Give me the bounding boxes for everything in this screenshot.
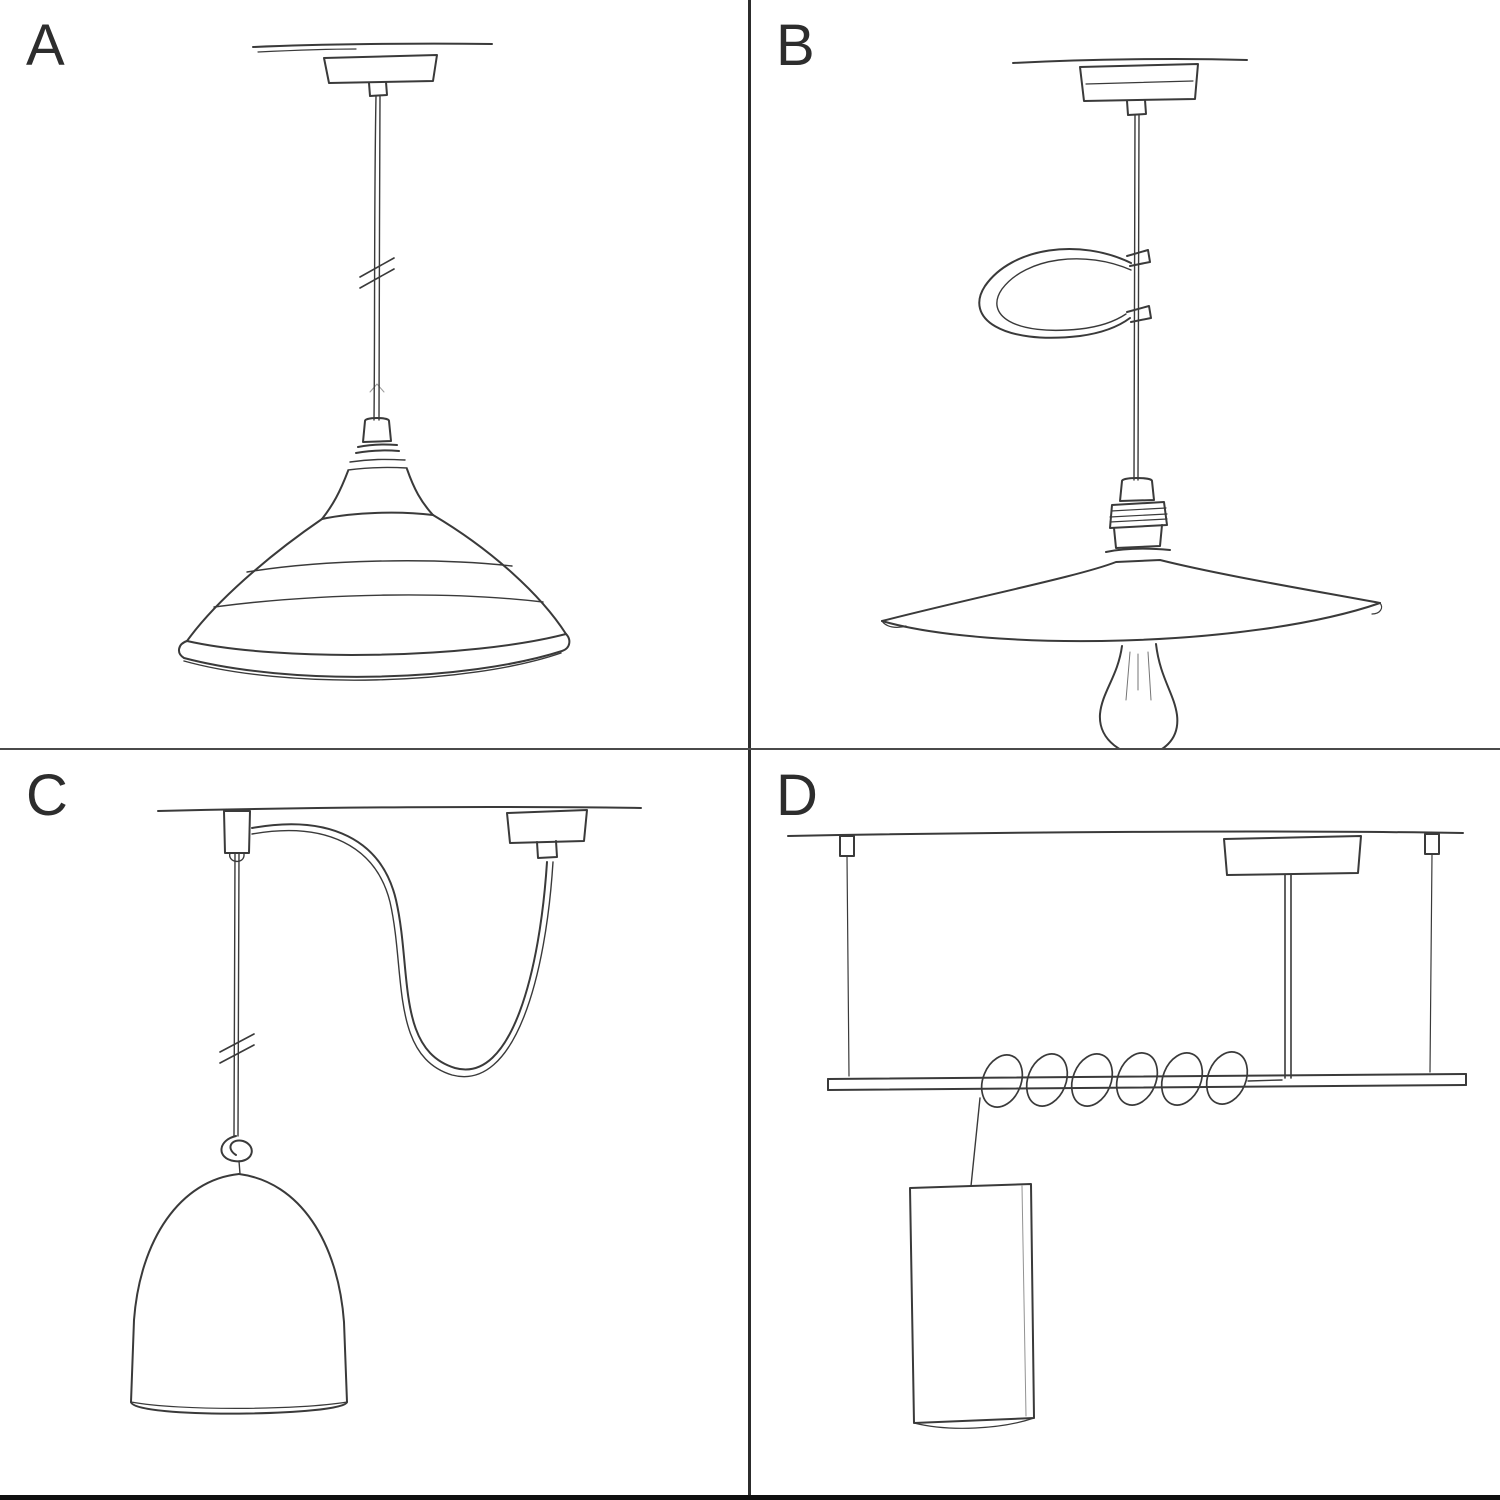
ceiling-line bbox=[1013, 59, 1247, 63]
ceiling-line bbox=[253, 44, 492, 52]
bell-shade bbox=[131, 1174, 347, 1414]
panel-c: C bbox=[0, 750, 750, 1500]
ceiling-rose bbox=[507, 810, 587, 858]
sketch-d-pendant-drawing bbox=[750, 750, 1500, 1500]
vertical-divider bbox=[748, 0, 751, 1500]
panel-c-label: C bbox=[26, 763, 69, 828]
panel-b-label: B bbox=[776, 13, 816, 78]
left-suspension-wire bbox=[840, 836, 854, 1076]
panel-a-label: A bbox=[26, 13, 66, 78]
horizontal-divider bbox=[0, 748, 1500, 750]
lamp-holder bbox=[1106, 478, 1170, 552]
swag-cable bbox=[252, 824, 553, 1076]
ceiling-rose bbox=[1224, 836, 1361, 875]
pendant-cable bbox=[1134, 115, 1139, 480]
bottom-border bbox=[0, 1495, 1500, 1500]
panel-a: A bbox=[0, 0, 750, 750]
panel-d: D bbox=[750, 750, 1500, 1500]
lamp-holder bbox=[322, 418, 433, 519]
drop-cable bbox=[971, 1098, 980, 1186]
light-bulb bbox=[1100, 644, 1177, 750]
panel-d-label: D bbox=[776, 763, 819, 828]
ceiling-hook-bracket bbox=[224, 811, 250, 861]
horizontal-bar bbox=[828, 1074, 1466, 1090]
sketch-b-pendant-drawing bbox=[750, 0, 1500, 750]
panel-b: B bbox=[750, 0, 1500, 750]
right-suspension-wire bbox=[1425, 834, 1439, 1072]
drop-cable bbox=[220, 853, 254, 1136]
ceiling-line bbox=[788, 832, 1463, 836]
pendant-cable bbox=[360, 96, 394, 420]
ceiling-rose bbox=[324, 55, 437, 96]
ceiling-rose bbox=[1080, 64, 1198, 115]
industrial-lampshade bbox=[179, 515, 569, 680]
coiled-cable bbox=[974, 1046, 1282, 1113]
sketch-a-pendant-drawing bbox=[0, 0, 750, 750]
tube-pendant bbox=[910, 1184, 1034, 1428]
cable-knot bbox=[221, 1136, 251, 1174]
flat-plate-shade bbox=[882, 560, 1382, 641]
central-rod bbox=[1285, 875, 1291, 1078]
ceiling-line bbox=[158, 807, 641, 811]
sketch-c-pendant-drawing bbox=[0, 750, 750, 1500]
cable-loop-decoration bbox=[979, 249, 1151, 338]
